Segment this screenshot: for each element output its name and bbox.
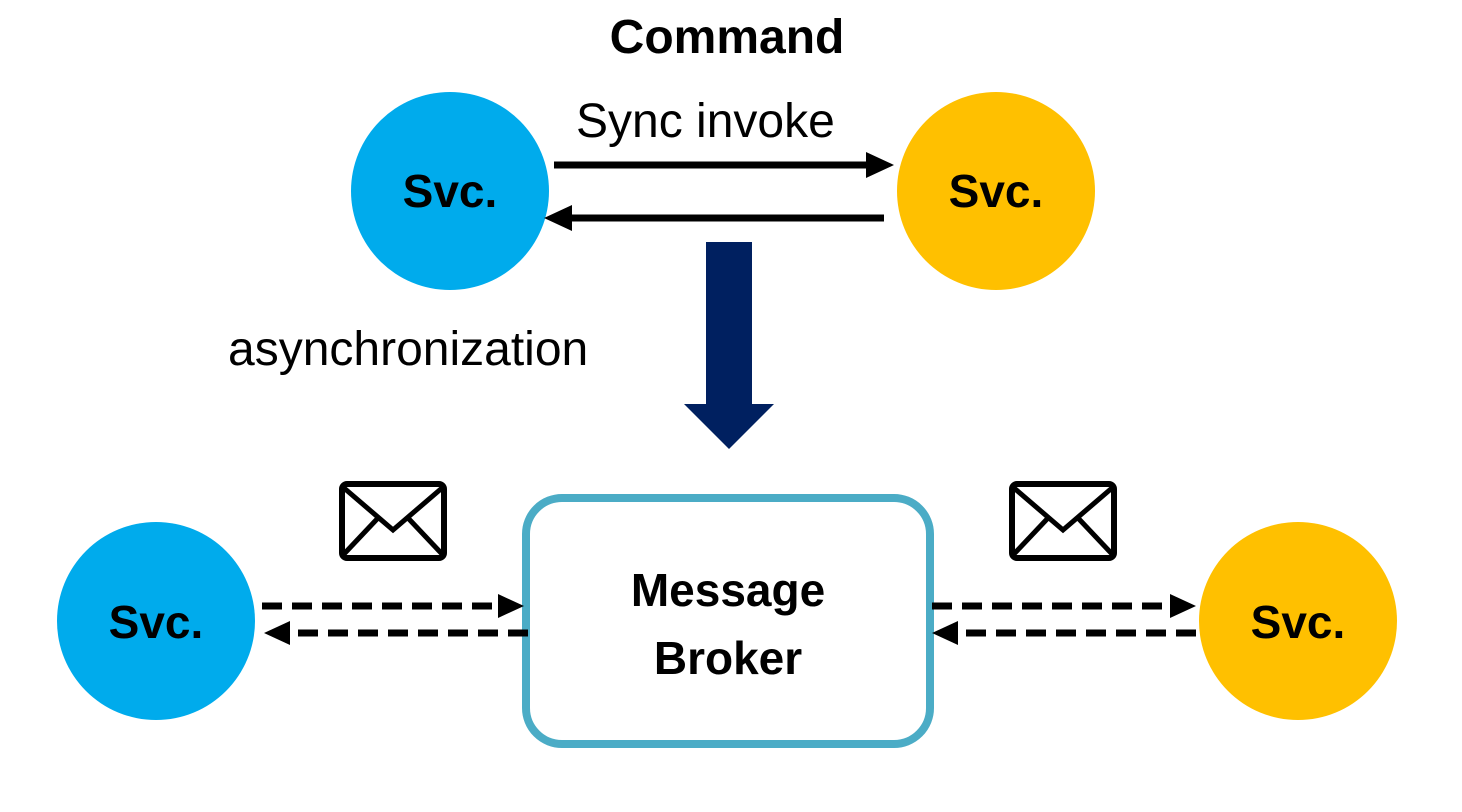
service-top-left-label: Svc.: [402, 165, 498, 217]
message-broker-box[interactable]: [522, 494, 934, 748]
sync-request-arrow: [554, 152, 894, 178]
service-top-right-circle[interactable]: [897, 92, 1095, 290]
message-broker-line2: Broker: [653, 632, 803, 684]
service-top-right-label: Svc.: [948, 165, 1044, 217]
asynchronization-label: asynchronization: [228, 323, 589, 376]
right-deliver-arrow: [932, 594, 1196, 618]
transformation-arrow: [684, 242, 774, 449]
envelope-icon: [339, 481, 447, 561]
diagram-title: Command: [609, 11, 845, 64]
sync-invoke-label: Sync invoke: [576, 95, 835, 148]
envelope-icon: [1009, 481, 1117, 561]
service-bottom-left-circle[interactable]: [57, 522, 255, 720]
service-bottom-left-label: Svc.: [108, 596, 204, 648]
service-bottom-right-label: Svc.: [1250, 596, 1346, 648]
message-broker-label: Message Broker: [526, 556, 930, 692]
right-publish-arrow: [932, 621, 1196, 645]
left-deliver-arrow: [264, 621, 528, 645]
left-publish-arrow: [262, 594, 524, 618]
service-top-left-circle[interactable]: [351, 92, 549, 290]
message-broker-line1: Message: [630, 564, 826, 616]
sync-response-arrow: [544, 205, 884, 231]
service-bottom-right-circle[interactable]: [1199, 522, 1397, 720]
